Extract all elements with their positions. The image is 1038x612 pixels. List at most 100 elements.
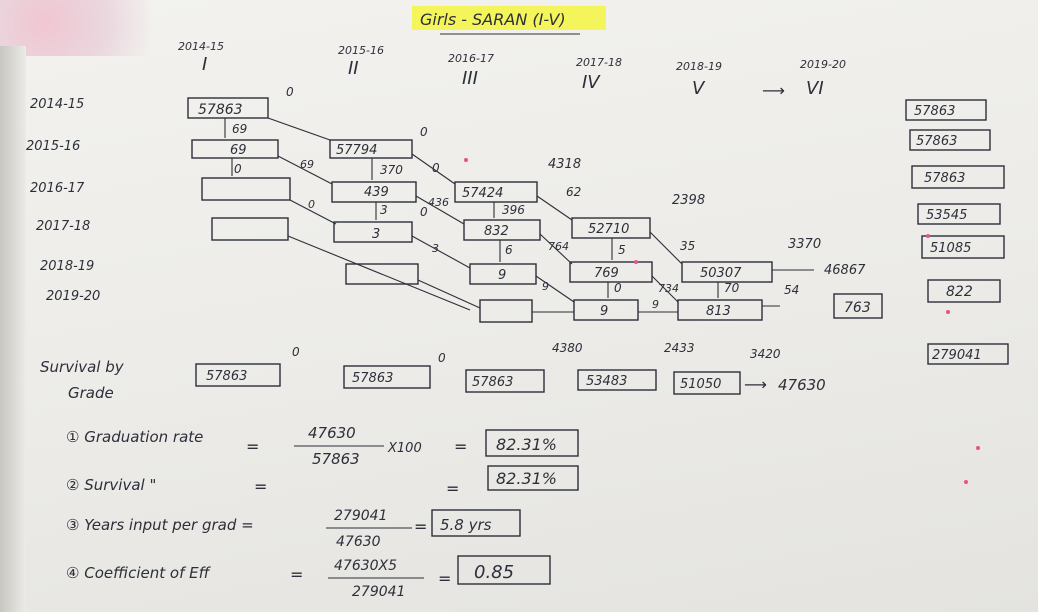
flow-value: 70 (724, 281, 740, 295)
flow-value: 764 (548, 240, 569, 253)
equals-sign: = (246, 437, 259, 456)
total-value: 279041 (932, 348, 982, 363)
flow-value: 62 (566, 185, 581, 199)
total-value: 57863 (924, 171, 965, 186)
header-grade: III (462, 68, 478, 89)
flow-value: 0 (420, 205, 428, 219)
cohort-value: 57794 (336, 143, 377, 158)
header-grade: IV (582, 72, 601, 93)
calc-label: ③ Years input per grad = (66, 516, 254, 534)
survival-arrow: 0 (292, 345, 300, 359)
calc-multiplier: X100 (387, 441, 422, 456)
cohort-value: 769 (594, 266, 619, 281)
calc-denominator: 57863 (312, 450, 360, 468)
cohort-boxes: 57863 69 57794 439 3 57424 832 9 52710 7… (188, 98, 882, 322)
header-grade: VI (806, 78, 824, 99)
flow-labels: 69 0 0 370 69 0 3 396 436 6 764 5 0 70 7… (232, 85, 866, 311)
calc-denominator: 47630 (336, 534, 381, 550)
flow-value: 0 (234, 162, 242, 176)
survival-arrow: 2433 (664, 341, 695, 355)
header-year: 2016-17 (448, 52, 494, 65)
equals-sign: = (454, 437, 467, 456)
right-column: 57863 57863 57863 53545 51085 822 279041 (906, 100, 1008, 364)
flow-value: 5 (618, 243, 626, 257)
calc-numerator: 279041 (334, 508, 387, 524)
equals-sign: = (290, 565, 303, 584)
flow-value: 54 (784, 283, 799, 297)
equals-sign: = (438, 569, 451, 588)
flow-value: 4318 (548, 157, 581, 172)
row-year: 2018-19 (40, 259, 94, 274)
survival-arrow: 3420 (750, 347, 781, 361)
cohort-value: 439 (364, 185, 389, 200)
flow-value: 3370 (788, 237, 821, 252)
survival-value: 57863 (472, 375, 513, 390)
cohort-value: 9 (498, 268, 506, 283)
row-years: 2014-15 2015-16 2016-17 2017-18 2018-19 … (26, 97, 100, 304)
cohort-value: 9 (600, 304, 608, 319)
row-year: 2014-15 (30, 97, 84, 112)
arrow-icon: ⟶ (744, 375, 767, 394)
header-year: 2019-20 (800, 58, 846, 71)
survival-value: 53483 (586, 374, 627, 389)
flow-value: 0 (432, 161, 440, 175)
calc-label: ② Survival " (66, 476, 156, 494)
cohort-box (212, 218, 288, 240)
survival-label: Survival by (40, 358, 125, 376)
flow-value: 370 (380, 163, 403, 177)
header-year: 2014-15 (178, 40, 224, 53)
cohort-value: 3 (372, 227, 380, 242)
calc-numerator: 47630X5 (334, 558, 397, 574)
total-value: 51085 (930, 241, 971, 256)
survival-arrow: 4380 (552, 341, 583, 355)
survival-label: Grade (68, 384, 114, 402)
cohort-value: 57863 (198, 102, 243, 118)
flow-value: 0 (614, 281, 622, 295)
calc-result: 82.31% (496, 469, 557, 488)
calc-result: 5.8 yrs (440, 516, 492, 534)
survival-row: Survival by Grade 57863 57863 57863 5348… (40, 341, 826, 402)
header-grade: II (348, 58, 359, 79)
cohort-value: 52710 (588, 222, 629, 237)
equals-sign: = (414, 517, 427, 536)
grade-headers: 2014-15 I 2015-16 II 2016-17 III 2017-18… (178, 40, 846, 100)
total-value: 822 (946, 284, 973, 300)
row-year: 2016-17 (30, 181, 85, 196)
header-arrow: ⟶ (762, 81, 785, 100)
cohort-value: 57424 (462, 186, 503, 201)
flow-value: 69 (232, 122, 247, 136)
cohort-box (202, 178, 290, 200)
calc-result: 0.85 (474, 562, 514, 583)
flow-value: 46867 (824, 263, 866, 278)
total-value: 57863 (914, 104, 955, 119)
flow-value: 0 (308, 198, 315, 211)
calc-numerator: 47630 (308, 424, 356, 442)
header-grade: I (202, 54, 207, 75)
flow-value: 35 (680, 239, 695, 253)
cohort-value: 763 (844, 300, 871, 316)
flow-value: 396 (502, 203, 525, 217)
header-grade: V (692, 78, 706, 99)
flow-value: 734 (658, 282, 679, 295)
cohort-box (480, 300, 532, 322)
flow-value: 436 (428, 196, 449, 209)
flow-value: 9 (652, 298, 659, 311)
header-year: 2017-18 (576, 56, 622, 69)
row-year: 2017-18 (36, 219, 90, 234)
header-year: 2018-19 (676, 60, 722, 73)
survival-arrow: 0 (438, 351, 446, 365)
cohort-value: 50307 (700, 266, 742, 281)
calc-denominator: 279041 (352, 584, 405, 600)
page-title: Girls - SARAN (I-V) (420, 10, 566, 29)
calc-label: ① Graduation rate (66, 428, 203, 446)
calc-label: ④ Coefficient of Eff (66, 564, 212, 582)
survival-value: 51050 (680, 377, 721, 392)
flow-value: 3 (380, 203, 388, 217)
row-year: 2019-20 (46, 289, 100, 304)
flow-value: 2398 (672, 193, 705, 208)
equals-sign: = (446, 479, 459, 498)
cohort-value: 69 (230, 143, 247, 158)
calc-result: 82.31% (496, 435, 557, 454)
flow-value: 0 (286, 85, 294, 99)
